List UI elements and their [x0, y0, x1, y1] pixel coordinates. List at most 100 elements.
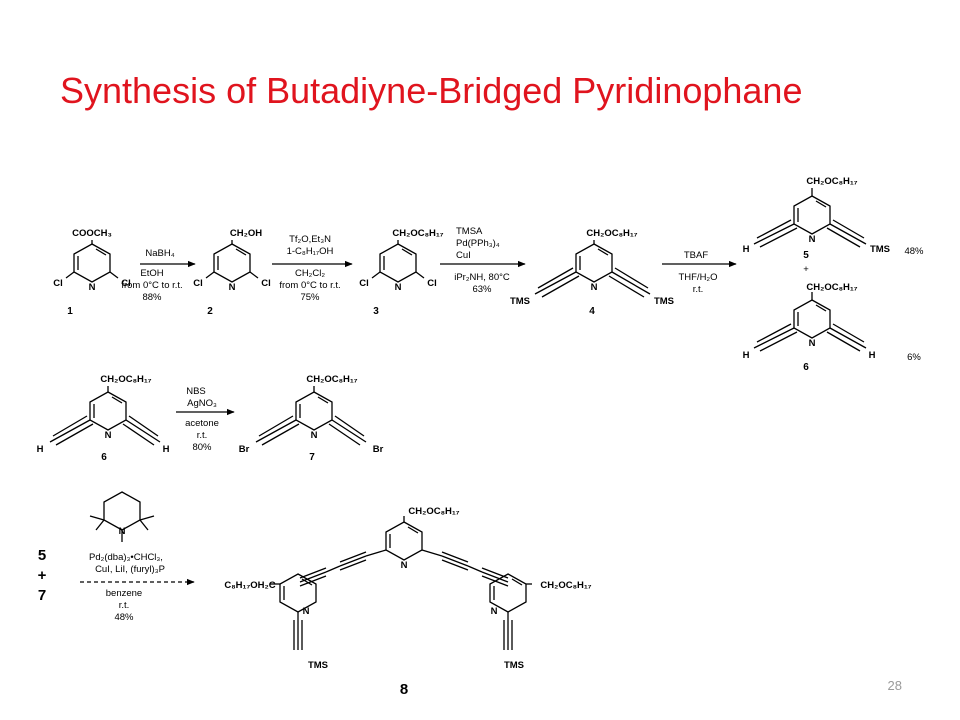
yield-text: 63%	[472, 284, 492, 295]
condition-text: r.t.	[119, 600, 130, 611]
yield-text: 88%	[142, 292, 162, 303]
atom-label: N	[809, 338, 816, 349]
compound-number: 6	[101, 452, 107, 463]
substituent-label: CH₂OC₈H₁₇	[100, 374, 151, 385]
reagent-text: TBAF	[684, 250, 708, 261]
condition-text: benzene	[106, 588, 142, 599]
compound-7: CH₂OC₈H₁₇ Br N Br 7	[239, 374, 384, 463]
substituent-label: C₈H₁₇OH₂C	[224, 580, 275, 591]
atom-label: H	[743, 244, 750, 255]
svg-text:7: 7	[38, 587, 46, 604]
condition-text: EtOH	[140, 268, 163, 279]
compound-number: 3	[373, 306, 379, 317]
reagent-text: TMSA	[456, 226, 483, 237]
page-number: 28	[887, 678, 902, 693]
yield-text: 48%	[904, 246, 924, 257]
atom-label: H	[163, 444, 170, 455]
atom-label: TMS	[654, 296, 674, 307]
atom-label: H	[743, 350, 750, 361]
compound-4: CH₂OC₈H₁₇ TMS N TMS 4	[510, 228, 674, 317]
compound-number: 4	[589, 306, 595, 317]
atom-label: Cl	[193, 278, 203, 289]
atom-label: N	[809, 234, 816, 245]
atom-label: H	[869, 350, 876, 361]
slide-title: Synthesis of Butadiyne-Bridged Pyridinop…	[60, 70, 803, 111]
atom-label: N	[105, 430, 112, 441]
reaction-arrow-5: NBS AgNO₃ acetone r.t. 80%	[176, 386, 235, 453]
condition-text: from 0°C to r.t.	[121, 280, 182, 291]
substituent-label: CH₂OC₈H₁₇	[806, 176, 857, 187]
reagent-text: Pd₂(dba)₃•CHCl₃,	[89, 552, 163, 563]
yield-text: 6%	[907, 352, 921, 363]
reaction-arrow-2: Tf₂O,Et₃N 1-C₈H₁₇OH CH₂Cl₂ from 0°C to r…	[272, 234, 353, 303]
reaction-arrow-4: TBAF THF/H₂O r.t.	[662, 250, 737, 295]
substituent-label: CH₂OC₈H₁₇	[392, 228, 443, 239]
compound-2: CH₂OH Cl N Cl 2	[193, 228, 271, 317]
atom-label: Cl	[427, 278, 437, 289]
atom-label: H	[37, 444, 44, 455]
svg-text:5: 5	[38, 547, 46, 564]
substituent-label: CH₂OC₈H₁₇	[306, 374, 357, 385]
atom-label: N	[89, 282, 96, 293]
condition-text: r.t.	[693, 284, 704, 295]
reaction-arrow-3: TMSA Pd(PPh₃)₄ CuI iPr₂NH, 80°C 63%	[440, 226, 526, 295]
reaction-arrow-6: Pd₂(dba)₃•CHCl₃, CuI, LiI, (furyl)₃P ben…	[80, 552, 195, 623]
atom-label: N	[119, 526, 126, 537]
compound-8: CH₂OC₈H₁₇ N C₈H₁₇OH₂C N TMS	[224, 506, 591, 698]
compound-number: 8	[400, 681, 408, 698]
yield-text: 75%	[300, 292, 320, 303]
reagent-text: NBS	[186, 386, 206, 397]
atom-label: TMS	[870, 244, 890, 255]
compound-number: 5	[803, 250, 809, 261]
yield-text: 48%	[114, 612, 134, 623]
substituent-label: CH₂OC₈H₁₇	[586, 228, 637, 239]
condition-text: acetone	[185, 418, 219, 429]
condition-text: iPr₂NH, 80°C	[454, 272, 510, 283]
substituent-label: COOCH₃	[72, 228, 112, 239]
compound-1: COOCH₃ Cl N Cl 1	[53, 228, 131, 317]
reagent-text: Pd(PPh₃)₄	[456, 238, 500, 249]
svg-text:+: +	[38, 567, 47, 584]
compound-number: 2	[207, 306, 213, 317]
atom-label: TMS	[510, 296, 530, 307]
atom-label: Cl	[359, 278, 369, 289]
substituent-label: CH₂OH	[230, 228, 262, 239]
compound-6-reactant: CH₂OC₈H₁₇ H N H 6	[37, 374, 170, 463]
atom-label: Br	[373, 444, 384, 455]
compound-5: CH₂OC₈H₁₇ H N TMS 5 48%	[743, 176, 924, 261]
plus-sign: +	[803, 264, 809, 275]
reactants-5-plus-7: 5 + 7	[38, 547, 47, 604]
reagent-text: CuI	[456, 250, 471, 261]
atom-label: Cl	[261, 278, 271, 289]
atom-label: N	[303, 606, 310, 617]
substituent-label: CH₂OC₈H₁₇	[408, 506, 459, 517]
tms-label: TMS	[504, 660, 524, 671]
substituent-label: CH₂OC₈H₁₇	[540, 580, 591, 591]
atom-label: N	[311, 430, 318, 441]
atom-label: Cl	[121, 278, 131, 289]
compound-number: 7	[309, 452, 315, 463]
reagent-text: 1-C₈H₁₇OH	[287, 246, 334, 257]
atom-label: N	[491, 606, 498, 617]
atom-label: Cl	[53, 278, 63, 289]
atom-label: Br	[239, 444, 250, 455]
atom-label: N	[229, 282, 236, 293]
compound-3: CH₂OC₈H₁₇ Cl N Cl 3	[359, 228, 444, 317]
compound-6: CH₂OC₈H₁₇ H N H 6 6%	[743, 282, 922, 373]
yield-text: 80%	[192, 442, 212, 453]
tetramethylpiperidine-reagent: N	[89, 491, 155, 542]
condition-text: THF/H₂O	[678, 272, 717, 283]
condition-text: from 0°C to r.t.	[279, 280, 340, 291]
atom-label: N	[395, 282, 402, 293]
compound-number: 6	[803, 362, 809, 373]
condition-text: r.t.	[197, 430, 208, 441]
atom-label: N	[401, 560, 408, 571]
reagent-text: AgNO₃	[187, 398, 217, 409]
reagent-text: CuI, LiI, (furyl)₃P	[95, 564, 165, 575]
reagent-text: NaBH₄	[145, 248, 174, 259]
substituent-label: CH₂OC₈H₁₇	[806, 282, 857, 293]
compound-number: 1	[67, 306, 73, 317]
reaction-arrow-1: NaBH₄ EtOH from 0°C to r.t. 88%	[121, 248, 196, 303]
reagent-text: Tf₂O,Et₃N	[289, 234, 331, 245]
atom-label: N	[591, 282, 598, 293]
